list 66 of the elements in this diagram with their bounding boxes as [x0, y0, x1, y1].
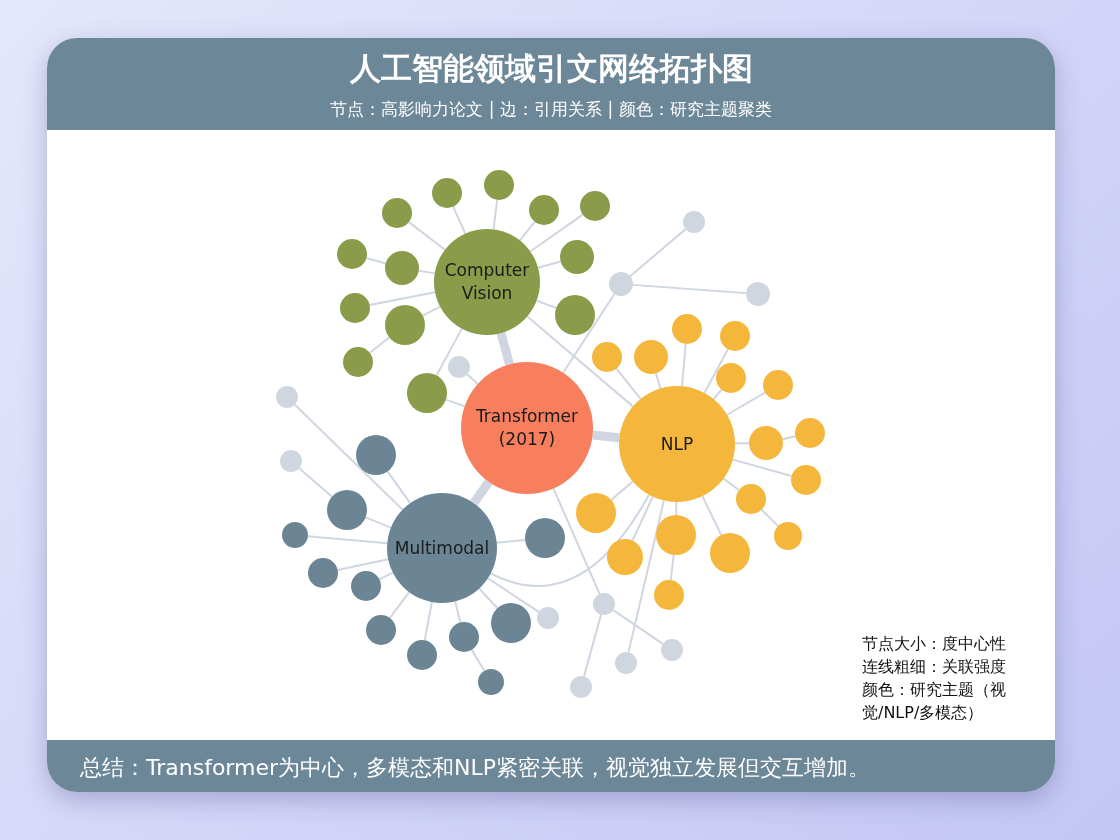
connector-line [388, 591, 411, 619]
title: 人工智能领域引文网络拓扑图 [348, 49, 754, 88]
connector-line [486, 577, 540, 613]
connector-line [293, 403, 404, 511]
connector-line [562, 293, 616, 374]
connector-line [478, 587, 499, 610]
summary-text: 总结：Transformer为中心，多模态和NLP紧密关联，视觉独立发展但交互增加。 [80, 754, 870, 782]
connector-line [306, 535, 389, 545]
connector-line [452, 205, 467, 235]
connector-line [364, 516, 392, 529]
connector-line [298, 467, 333, 498]
connector-line [518, 220, 536, 242]
connector-line [615, 367, 642, 400]
connector-line [336, 558, 390, 571]
connector-line [365, 257, 387, 265]
connector-line [489, 493, 650, 587]
connector-line [612, 609, 664, 645]
connector-line [731, 458, 793, 477]
connector-line [386, 470, 412, 505]
connector-line [537, 260, 562, 269]
connector-line [734, 442, 750, 445]
connector-line [675, 501, 678, 516]
connector-line [435, 327, 463, 377]
connector-line [466, 373, 479, 385]
connector-line [535, 299, 558, 309]
connector-line [760, 508, 780, 528]
node-label: NLP [659, 432, 695, 456]
connector-line [444, 398, 466, 408]
connector-line [681, 342, 687, 388]
connector-line [492, 198, 499, 231]
connector-line [726, 391, 767, 416]
connector-line [423, 601, 433, 642]
note-text: 节点大小：度中心性 [862, 633, 1007, 655]
connector-line [654, 372, 662, 390]
connector-line [722, 477, 740, 492]
connector-line [582, 613, 603, 678]
connector-line [701, 495, 723, 536]
connector-line [703, 348, 729, 394]
connector-line [529, 213, 584, 253]
connector-line [669, 553, 675, 582]
connector-line [495, 538, 527, 544]
node-label: Transformer (2017) [475, 405, 579, 451]
connector-line [368, 336, 391, 354]
connector-line [470, 479, 493, 506]
connector-line [421, 305, 442, 317]
connector-line [629, 228, 687, 278]
node-label: Computer Vision [443, 259, 531, 305]
connector-line [552, 487, 601, 595]
subtitle: 节点：高影响力论文 | 边：引用关系 | 颜色：研究主题聚类 [329, 98, 773, 121]
connector-line [368, 291, 436, 307]
connector-line [631, 283, 748, 295]
connector-line [631, 495, 654, 542]
connector-line [454, 600, 462, 624]
connector-line [592, 430, 620, 443]
connector-line [470, 648, 486, 672]
connector-line [407, 221, 446, 251]
connector-line [496, 331, 514, 366]
note-text: 颜色：研究主题（视觉/NLP/多模态） [862, 679, 1007, 724]
connector-line [781, 435, 797, 441]
connector-line [627, 499, 665, 654]
node-label: Multimodal [393, 536, 491, 560]
connector-line [610, 480, 634, 502]
connector-line [526, 315, 634, 408]
connector-line [417, 269, 436, 275]
connector-line [712, 388, 723, 401]
note-text: 连线粗细：关联强度 [862, 656, 1007, 678]
